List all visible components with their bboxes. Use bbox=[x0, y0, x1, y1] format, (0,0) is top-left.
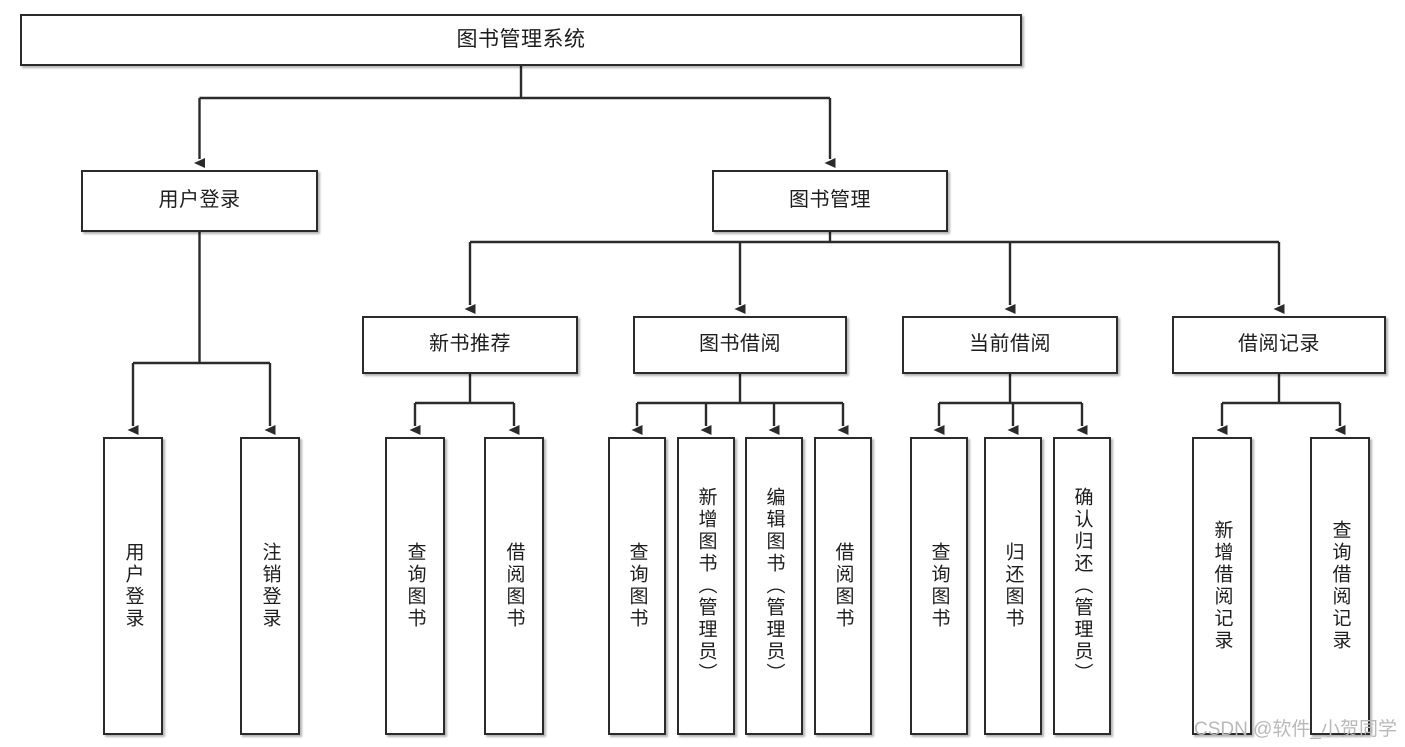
node-leaf-logout-label: 注销登录 bbox=[259, 542, 281, 630]
node-user-login[interactable]: 用户登录 bbox=[81, 170, 318, 232]
node-leaf-query-book-2[interactable]: 查询图书 bbox=[608, 437, 666, 735]
node-root[interactable]: 图书管理系统 bbox=[20, 14, 1022, 66]
node-leaf-edit-book-admin[interactable]: 编辑图书（管理员） bbox=[745, 437, 803, 735]
node-current-borrow-label: 当前借阅 bbox=[969, 333, 1051, 356]
node-new-book-recommend[interactable]: 新书推荐 bbox=[362, 316, 578, 374]
node-leaf-add-borrow-record[interactable]: 新增借阅记录 bbox=[1192, 437, 1252, 735]
node-borrow-record[interactable]: 借阅记录 bbox=[1172, 316, 1386, 374]
node-leaf-borrow-book-1[interactable]: 借阅图书 bbox=[484, 437, 544, 735]
node-leaf-query-borrow-record-label: 查询借阅记录 bbox=[1329, 520, 1351, 652]
node-user-login-label: 用户登录 bbox=[158, 189, 241, 212]
node-leaf-user-login-label: 用户登录 bbox=[122, 542, 144, 630]
node-root-label: 图书管理系统 bbox=[456, 27, 586, 51]
node-book-management-label: 图书管理 bbox=[789, 189, 871, 212]
node-leaf-borrow-book-2[interactable]: 借阅图书 bbox=[814, 437, 872, 735]
node-book-borrow[interactable]: 图书借阅 bbox=[633, 316, 847, 374]
node-leaf-user-login[interactable]: 用户登录 bbox=[103, 437, 163, 735]
node-leaf-query-book-2-label: 查询图书 bbox=[626, 542, 648, 630]
node-leaf-borrow-book-2-label: 借阅图书 bbox=[832, 542, 854, 630]
node-book-borrow-label: 图书借阅 bbox=[699, 333, 781, 356]
watermark-text: CSDN @软件_小贺同学 bbox=[1194, 719, 1397, 740]
node-book-management[interactable]: 图书管理 bbox=[712, 170, 948, 232]
node-leaf-query-book-3[interactable]: 查询图书 bbox=[910, 437, 968, 735]
node-new-book-recommend-label: 新书推荐 bbox=[429, 333, 511, 356]
node-borrow-record-label: 借阅记录 bbox=[1238, 333, 1320, 356]
node-leaf-borrow-book-1-label: 借阅图书 bbox=[503, 542, 525, 630]
node-leaf-return-book[interactable]: 归还图书 bbox=[984, 437, 1042, 735]
node-leaf-logout[interactable]: 注销登录 bbox=[240, 437, 300, 735]
node-leaf-confirm-return[interactable]: 确认归还（管理员） bbox=[1053, 437, 1111, 735]
node-leaf-confirm-return-label: 确认归还（管理员） bbox=[1071, 487, 1093, 685]
node-leaf-add-book-admin-label: 新增图书（管理员） bbox=[695, 487, 717, 685]
node-current-borrow[interactable]: 当前借阅 bbox=[902, 316, 1118, 374]
node-leaf-return-book-label: 归还图书 bbox=[1002, 542, 1024, 630]
node-leaf-query-book-1-label: 查询图书 bbox=[404, 542, 426, 630]
node-leaf-query-book-1[interactable]: 查询图书 bbox=[385, 437, 445, 735]
node-leaf-add-book-admin[interactable]: 新增图书（管理员） bbox=[677, 437, 735, 735]
node-leaf-query-borrow-record[interactable]: 查询借阅记录 bbox=[1310, 437, 1370, 735]
node-leaf-add-borrow-record-label: 新增借阅记录 bbox=[1211, 520, 1233, 652]
node-leaf-edit-book-admin-label: 编辑图书（管理员） bbox=[763, 487, 785, 685]
node-leaf-query-book-3-label: 查询图书 bbox=[928, 542, 950, 630]
